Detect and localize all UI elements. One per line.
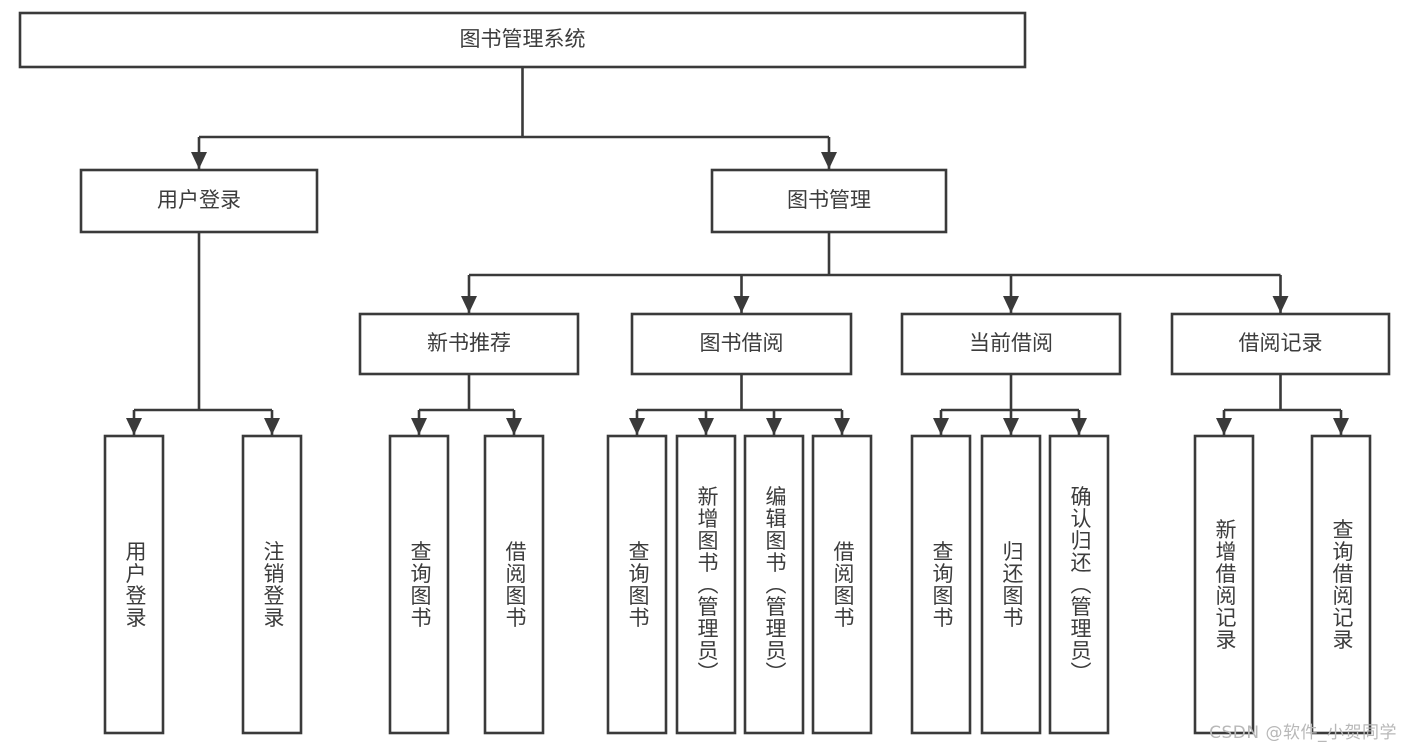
arrow-head-icon <box>411 418 427 435</box>
arrow-head-icon <box>264 418 280 435</box>
node-label-current-borrow: 当前借阅 <box>969 331 1053 355</box>
node-leaf-add-book[interactable]: 新增图书（管理员） <box>675 434 737 735</box>
node-box-leaf-user-login[interactable] <box>103 434 165 735</box>
node-label-leaf-return-book: 归还图书 <box>1000 541 1024 629</box>
node-label-leaf-query-book-rec: 查询图书 <box>408 541 432 629</box>
arrow-head-icon <box>766 418 782 435</box>
node-box-current-borrow[interactable] <box>900 312 1122 376</box>
node-box-leaf-edit-book[interactable] <box>743 434 805 735</box>
node-box-book-manage[interactable] <box>710 168 948 234</box>
node-new-book-rec[interactable]: 新书推荐 <box>358 312 580 376</box>
arrow-head-icon <box>191 152 207 169</box>
node-label-leaf-confirm-return: 确认归还（管理员） <box>1068 486 1092 684</box>
node-current-borrow[interactable]: 当前借阅 <box>900 312 1122 376</box>
node-label-root: 图书管理系统 <box>460 27 586 51</box>
node-label-book-manage: 图书管理 <box>787 188 871 212</box>
node-box-leaf-borrow-book[interactable] <box>811 434 873 735</box>
node-root[interactable]: 图书管理系统 <box>18 11 1027 69</box>
node-leaf-query-book-borrow[interactable]: 查询图书 <box>606 434 668 735</box>
arrow-head-icon <box>461 296 477 313</box>
node-leaf-query-record[interactable]: 查询借阅记录 <box>1310 434 1372 735</box>
node-box-leaf-add-record[interactable] <box>1193 434 1255 735</box>
node-leaf-confirm-return[interactable]: 确认归还（管理员） <box>1048 434 1110 735</box>
arrow-head-icon <box>1003 418 1019 435</box>
node-label-leaf-query-book-cur: 查询图书 <box>930 541 954 629</box>
node-box-leaf-query-record[interactable] <box>1310 434 1372 735</box>
node-box-leaf-confirm-return[interactable] <box>1048 434 1110 735</box>
node-leaf-query-book-rec[interactable]: 查询图书 <box>388 434 450 735</box>
arrow-head-icon <box>698 418 714 435</box>
connector-layer <box>126 67 1349 435</box>
node-layer: 图书管理系统用户登录图书管理新书推荐图书借阅当前借阅借阅记录用户登录注销登录查询… <box>18 11 1391 735</box>
node-label-leaf-user-login: 用户登录 <box>123 541 147 629</box>
node-borrow-record[interactable]: 借阅记录 <box>1170 312 1391 376</box>
node-box-leaf-return-book[interactable] <box>980 434 1042 735</box>
node-box-root[interactable] <box>18 11 1027 69</box>
node-box-borrow-record[interactable] <box>1170 312 1391 376</box>
node-label-leaf-add-book: 新增图书（管理员） <box>695 486 719 684</box>
arrow-head-icon <box>1003 296 1019 313</box>
node-label-leaf-borrow-book-rec: 借阅图书 <box>503 541 527 629</box>
node-leaf-edit-book[interactable]: 编辑图书（管理员） <box>743 434 805 735</box>
node-label-leaf-logout: 注销登录 <box>261 541 285 629</box>
arrow-head-icon <box>933 418 949 435</box>
node-leaf-query-book-cur[interactable]: 查询图书 <box>910 434 972 735</box>
node-book-manage[interactable]: 图书管理 <box>710 168 948 234</box>
arrow-head-icon <box>1216 418 1232 435</box>
node-user-login[interactable]: 用户登录 <box>79 168 319 234</box>
node-box-new-book-rec[interactable] <box>358 312 580 376</box>
arrow-head-icon <box>821 152 837 169</box>
node-label-leaf-query-book-borrow: 查询图书 <box>626 541 650 629</box>
arrow-head-icon <box>506 418 522 435</box>
arrow-head-icon <box>126 418 142 435</box>
node-label-leaf-add-record: 新增借阅记录 <box>1213 519 1237 651</box>
arrow-head-icon <box>1272 296 1289 313</box>
node-label-new-book-rec: 新书推荐 <box>427 331 511 355</box>
node-label-leaf-borrow-book: 借阅图书 <box>831 541 855 629</box>
node-box-leaf-add-book[interactable] <box>675 434 737 735</box>
node-label-book-borrow: 图书借阅 <box>700 331 784 355</box>
node-box-leaf-query-book-cur[interactable] <box>910 434 972 735</box>
arrow-head-icon <box>834 418 850 435</box>
arrow-head-icon <box>1333 418 1349 435</box>
node-label-leaf-edit-book: 编辑图书（管理员） <box>763 486 787 684</box>
node-leaf-return-book[interactable]: 归还图书 <box>980 434 1042 735</box>
node-label-borrow-record: 借阅记录 <box>1239 331 1323 355</box>
node-label-user-login: 用户登录 <box>157 188 241 212</box>
node-leaf-add-record[interactable]: 新增借阅记录 <box>1193 434 1255 735</box>
node-box-leaf-query-book-borrow[interactable] <box>606 434 668 735</box>
arrow-head-icon <box>1071 418 1087 435</box>
node-leaf-user-login[interactable]: 用户登录 <box>103 434 165 735</box>
node-box-leaf-logout[interactable] <box>241 434 303 735</box>
node-leaf-borrow-book-rec[interactable]: 借阅图书 <box>483 434 545 735</box>
node-book-borrow[interactable]: 图书借阅 <box>630 312 853 376</box>
node-leaf-borrow-book[interactable]: 借阅图书 <box>811 434 873 735</box>
arrow-head-icon <box>629 418 645 435</box>
arrow-head-icon <box>733 296 750 313</box>
csdn-watermark: CSDN @软件_小贺同学 <box>1209 723 1397 743</box>
node-box-leaf-query-book-rec[interactable] <box>388 434 450 735</box>
node-label-leaf-query-record: 查询借阅记录 <box>1330 519 1354 651</box>
node-box-user-login[interactable] <box>79 168 319 234</box>
node-leaf-logout[interactable]: 注销登录 <box>241 434 303 735</box>
node-box-leaf-borrow-book-rec[interactable] <box>483 434 545 735</box>
node-box-book-borrow[interactable] <box>630 312 853 376</box>
